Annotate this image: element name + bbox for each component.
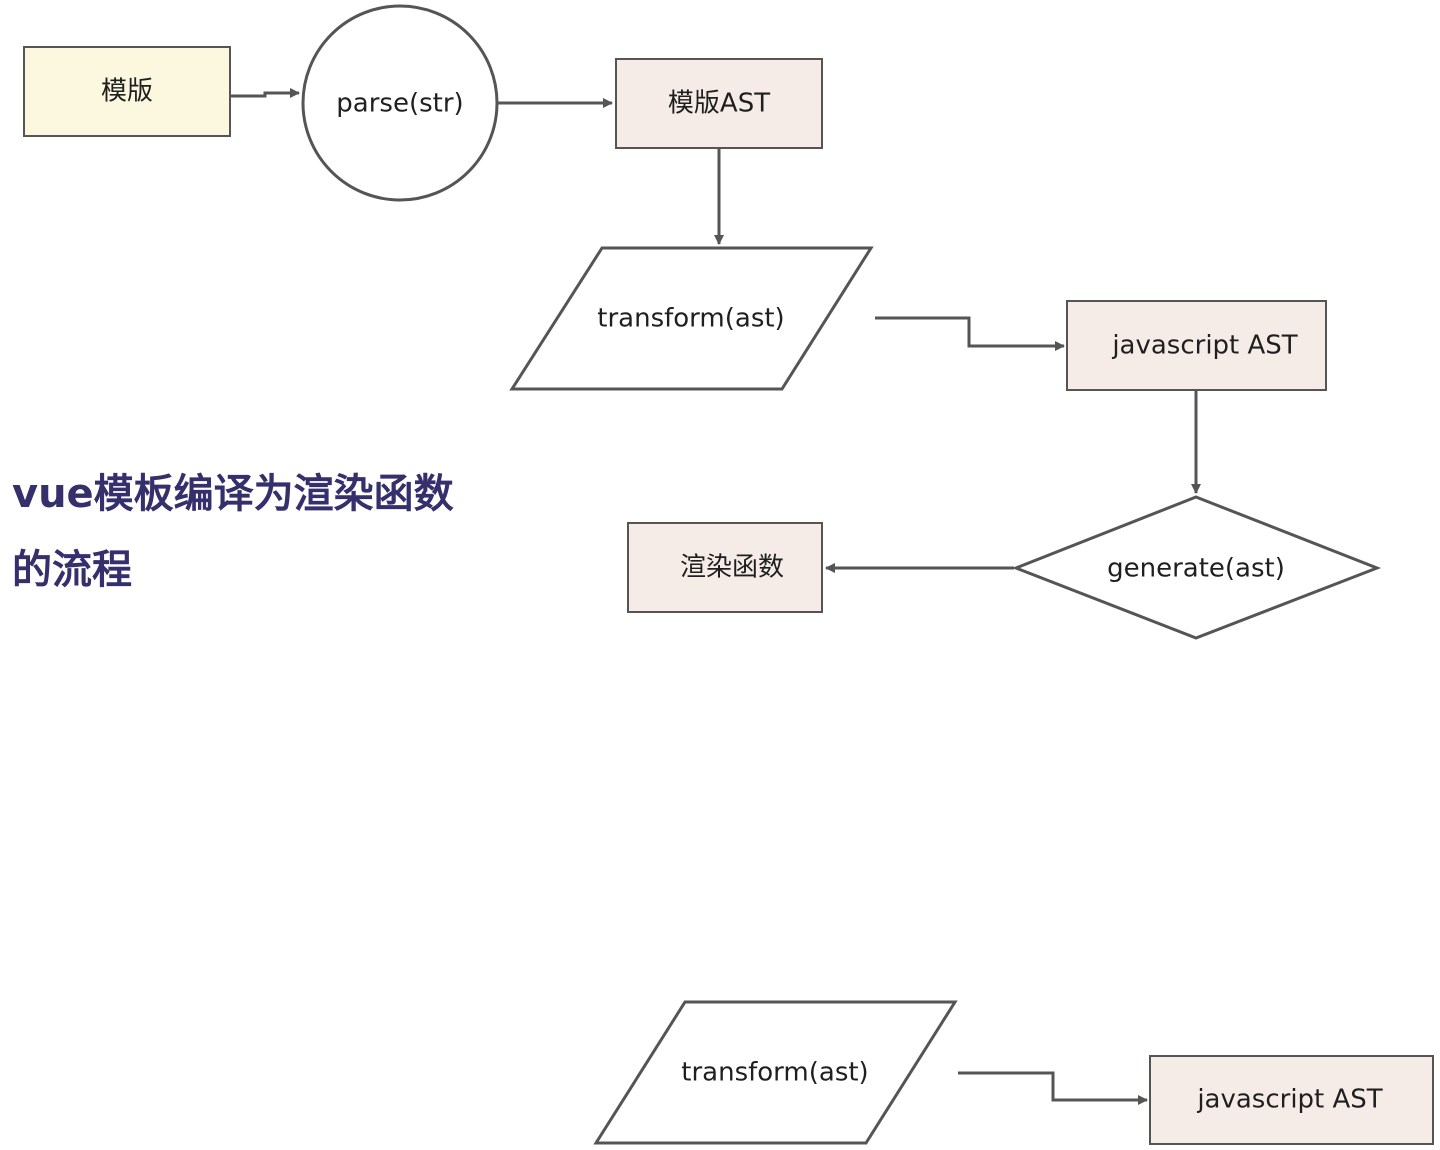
generate-node-label: generate(ast) [1107, 554, 1285, 584]
diagram-caption: vue模板编译为渲染函数 的流程 [12, 456, 512, 608]
render-fn-node-shape [627, 522, 823, 613]
generate-node-shape [1011, 495, 1382, 640]
generate-node[interactable]: generate(ast) [1011, 495, 1382, 640]
parse-node-shape [301, 4, 499, 202]
parse-node[interactable]: parse(str) [301, 4, 499, 202]
edge-transform-copy-to-js-ast-copy [958, 1071, 1148, 1105]
template-node[interactable]: 模版 [23, 46, 231, 137]
transform-node[interactable]: transform(ast) [509, 246, 874, 391]
js-ast-node-label: javascript AST [1111, 331, 1297, 361]
render-fn-node[interactable]: 渲染函数 [627, 522, 823, 613]
template-ast-node-label: 模版AST [668, 89, 770, 119]
transform-copy-node[interactable]: transform(ast) [593, 1000, 958, 1145]
render-fn-node-label: 渲染函数 [680, 553, 784, 583]
js-ast-copy-node[interactable]: javascript AST [1149, 1055, 1434, 1145]
caption-line-2: 的流程 [12, 547, 132, 593]
transform-node-label: transform(ast) [597, 304, 784, 334]
js-ast-node-shape [1066, 300, 1327, 391]
transform-copy-node-shape [593, 1000, 958, 1145]
parse-node-label: parse(str) [336, 89, 463, 119]
template-ast-node-shape [615, 58, 823, 149]
edge-template-to-parse [231, 88, 300, 98]
js-ast-copy-node-shape [1149, 1055, 1434, 1145]
transform-node-shape [509, 246, 874, 391]
template-node-shape [23, 46, 231, 137]
template-ast-node[interactable]: 模版AST [615, 58, 823, 149]
transform-copy-node-label: transform(ast) [681, 1058, 868, 1088]
js-ast-node[interactable]: javascript AST [1066, 300, 1327, 391]
caption-line-1: vue模板编译为渲染函数 [12, 471, 454, 517]
template-node-label: 模版 [101, 77, 153, 107]
edge-transform-to-js-ast [875, 316, 1065, 351]
js-ast-copy-node-label: javascript AST [1196, 1085, 1382, 1115]
